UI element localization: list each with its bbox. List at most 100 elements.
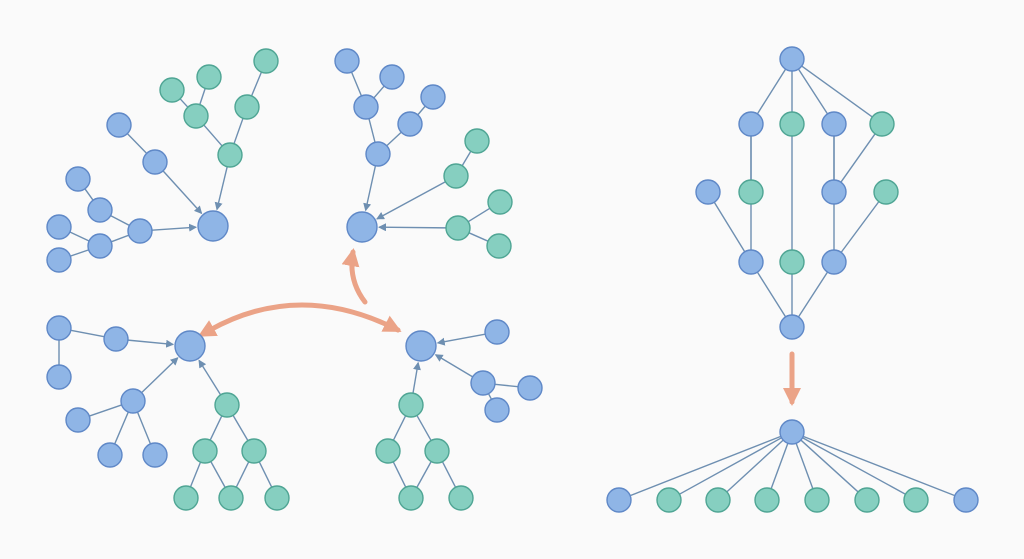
edge (392, 461, 407, 488)
blue-node (821, 111, 847, 137)
edge (373, 85, 385, 99)
teal-node (804, 487, 830, 513)
blue-node (142, 442, 168, 468)
directed-edge (376, 181, 446, 220)
edge (210, 461, 226, 488)
teal-node (218, 485, 244, 511)
blue-node (405, 330, 437, 362)
blue-node (65, 166, 91, 192)
blue-node (365, 141, 391, 167)
teal-node (779, 249, 805, 275)
blue-node (46, 214, 72, 240)
blue-node (779, 419, 805, 445)
edge (179, 98, 189, 108)
teal-node (398, 485, 424, 511)
directed-edge (363, 165, 377, 212)
blue-node (695, 179, 721, 205)
teal-node (779, 111, 805, 137)
edge (69, 231, 90, 242)
edge (629, 435, 782, 497)
blue-node (779, 314, 805, 340)
blue-node (484, 397, 510, 423)
teal-node (903, 487, 929, 513)
teal-node (738, 179, 764, 205)
edge (258, 461, 273, 488)
edge (441, 461, 457, 488)
edge (840, 133, 876, 183)
edge (70, 249, 89, 257)
directed-edge (214, 166, 228, 211)
edge (801, 65, 873, 118)
teal-node (448, 485, 474, 511)
edge (679, 437, 782, 495)
teal-node (375, 438, 401, 464)
edge (126, 133, 148, 154)
teal-node (192, 438, 218, 464)
edge (417, 105, 426, 116)
teal-node (241, 438, 267, 464)
teal-node (217, 142, 243, 168)
blue-node (353, 94, 379, 120)
directed-edge (162, 170, 203, 215)
blue-node (87, 233, 113, 259)
edge (209, 415, 223, 441)
teal-node (445, 215, 471, 241)
edge (189, 461, 202, 488)
blue-node (517, 375, 543, 401)
blue-node (738, 111, 764, 137)
edge (70, 329, 105, 338)
edge (756, 271, 787, 318)
teal-node (424, 438, 450, 464)
teal-node (869, 111, 895, 137)
edge (494, 383, 519, 388)
blue-node (821, 179, 847, 205)
teal-node (873, 179, 899, 205)
directed-edge (151, 223, 198, 232)
blue-node (470, 370, 496, 396)
edge (199, 88, 206, 105)
edge (350, 71, 363, 97)
edge (233, 118, 244, 144)
teal-node (196, 64, 222, 90)
edge (795, 443, 814, 489)
edge (89, 404, 122, 417)
teal-node (487, 189, 513, 215)
edge (797, 271, 829, 318)
edge (84, 188, 94, 201)
edge (770, 443, 789, 489)
blue-node (334, 48, 360, 74)
directed-edge (141, 357, 179, 394)
teal-node (264, 485, 290, 511)
directed-edge (412, 361, 421, 394)
teal-node (656, 487, 682, 513)
edge (386, 131, 402, 147)
blue-node (120, 388, 146, 414)
edge (756, 68, 787, 115)
blue-node (97, 442, 123, 468)
teal-node (854, 487, 880, 513)
blue-node (46, 315, 72, 341)
blue-node (65, 407, 91, 433)
edge (136, 411, 152, 445)
edge (416, 461, 432, 488)
blue-node (738, 249, 764, 275)
blue-node (197, 210, 229, 242)
teal-node (159, 77, 185, 103)
blue-node (103, 326, 129, 352)
edge (467, 207, 491, 223)
blue-node (106, 112, 132, 138)
edge (232, 414, 249, 442)
edge (468, 232, 489, 242)
edge (392, 415, 407, 441)
blue-node (420, 84, 446, 110)
edge (416, 415, 432, 441)
nodes-layer (46, 46, 979, 513)
edge (840, 201, 880, 253)
edge (235, 461, 250, 488)
blue-node (484, 319, 510, 345)
edge (713, 201, 746, 253)
blue-node (397, 111, 423, 137)
blue-node (174, 330, 206, 362)
edge (487, 393, 493, 400)
edge (802, 437, 906, 495)
